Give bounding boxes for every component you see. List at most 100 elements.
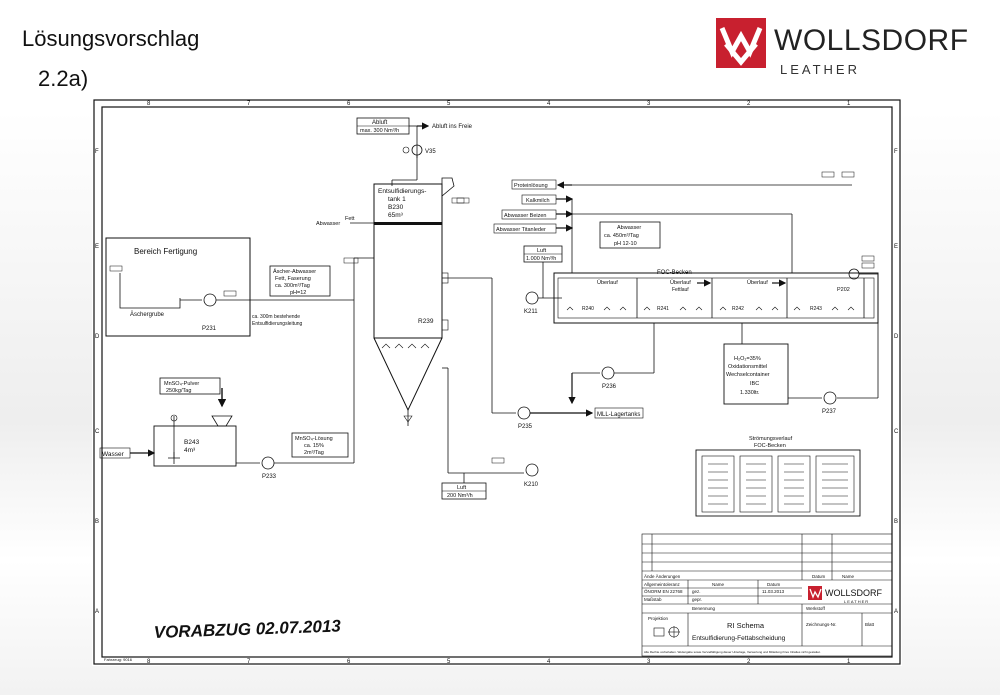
tank-id: B230 bbox=[388, 204, 404, 211]
tb-name-header: Name bbox=[712, 582, 725, 587]
wollsdorf-logo-icon bbox=[716, 18, 766, 68]
grid-row-c: C bbox=[95, 429, 100, 435]
luft-flow: 1.000 Nm³/h bbox=[526, 256, 556, 262]
wechselcontainer-label: Wechselcontainer bbox=[726, 372, 770, 378]
tb-subject: Entsulfidierung-Fettabscheidung bbox=[692, 635, 786, 642]
abwasser-box-title: Abwasser bbox=[617, 225, 641, 231]
h2o2-label: H₂O₂=35% bbox=[734, 356, 761, 362]
r241-label: R241 bbox=[657, 306, 669, 312]
p233-label: P233 bbox=[262, 474, 277, 480]
stroemung-box bbox=[695, 449, 861, 517]
p202-label: P202 bbox=[837, 287, 850, 293]
grid-row-d-right: D bbox=[894, 334, 899, 340]
grid-row-e: E bbox=[95, 244, 99, 250]
k211-label: K211 bbox=[524, 309, 538, 315]
proteinloesung-label: Proteinlösung bbox=[514, 183, 548, 189]
grid-col-5: 5 bbox=[447, 101, 451, 107]
stroemung-title: Strömungsverlauf bbox=[749, 436, 793, 442]
oxidation-label: Oxidationsmittel bbox=[728, 364, 767, 370]
foc-becken-label: FOC-Becken bbox=[657, 270, 692, 276]
mixer-motor-icon bbox=[170, 414, 178, 422]
title-block bbox=[641, 533, 893, 657]
logo-subtitle: LEATHER bbox=[780, 62, 860, 77]
grid-row-b-right: B bbox=[894, 519, 898, 525]
wasser-label: Wasser bbox=[102, 451, 125, 458]
grid-row-d: D bbox=[95, 334, 100, 340]
mll-lagertanks-box bbox=[594, 407, 644, 419]
tb-massstab: Maßstab bbox=[644, 597, 662, 602]
tb-zeichnungsnr: Zeichnungs-Nr. bbox=[806, 622, 837, 627]
v35-label: V35 bbox=[425, 149, 436, 155]
tb-logo-name: WOLLSDORF bbox=[825, 588, 883, 598]
aescher-abwasser-box bbox=[269, 265, 331, 297]
tb-rl-schema: RI Schema bbox=[727, 621, 765, 630]
tb-projektion: Projektion bbox=[648, 616, 669, 621]
grid-col-7-bottom: 7 bbox=[247, 659, 251, 665]
pump-p237-icon bbox=[823, 391, 837, 405]
tb-logo-sub: LEATHER bbox=[844, 599, 869, 604]
tank-name2: tank 1 bbox=[388, 196, 406, 203]
mnso4-flow: 2m³/Tag bbox=[304, 450, 324, 456]
slide-subtitle: 2.2a) bbox=[38, 66, 89, 91]
aescher-abwasser-label: Äscher-Abwasser bbox=[273, 268, 316, 275]
mnso4-conc: ca. 15% bbox=[304, 443, 324, 449]
grid-col-7: 7 bbox=[247, 101, 251, 107]
aeschergrube-pit bbox=[119, 273, 181, 309]
wollsdorf-logo: WOLLSDORF LEATHER bbox=[716, 18, 968, 78]
grid-row-e-right: E bbox=[894, 244, 898, 250]
grid-col-2: 2 bbox=[747, 101, 751, 107]
tb-name2: Name bbox=[842, 574, 855, 579]
paper-id: Fahrzeug: 9016 bbox=[104, 657, 133, 662]
tank-name: Entsulfidierungs- bbox=[378, 188, 426, 195]
grid-row-b: B bbox=[95, 519, 99, 525]
aeschergrube-label: Äschergrube bbox=[130, 311, 165, 318]
tank-volume: 65m³ bbox=[388, 212, 404, 219]
tb-benennung: Benennung bbox=[692, 606, 716, 611]
grid-col-3-bottom: 3 bbox=[647, 659, 651, 665]
abwasser-box-flow: ca. 450m³/Tag bbox=[604, 233, 639, 239]
ueberlauf-3: Überlauf bbox=[747, 279, 768, 286]
grid-col-1: 1 bbox=[847, 101, 851, 107]
grid-col-5-bottom: 5 bbox=[447, 659, 451, 665]
ueberlauf-2: Überlauf bbox=[670, 279, 691, 286]
aescher-ph: pH=12 bbox=[290, 290, 306, 296]
pid-diagram: 8 7 6 5 4 3 2 1 8 7 6 5 4 3 2 1 F E D C … bbox=[93, 99, 901, 665]
foc-aerators bbox=[566, 306, 855, 311]
fettlauf-label: Fettlauf bbox=[672, 287, 689, 293]
slide-title: Lösungsvorschlag bbox=[22, 26, 200, 51]
drawing-sheet: 8 7 6 5 4 3 2 1 8 7 6 5 4 3 2 1 F E D C … bbox=[92, 98, 902, 666]
luft2-label: Luft bbox=[457, 485, 467, 491]
grid-row-a: A bbox=[95, 609, 99, 615]
tb-footer: Alle Rechte vorbehalten. Weitergabe sowi… bbox=[644, 650, 821, 654]
grid-row-f: F bbox=[95, 149, 99, 155]
tb-datum-name: Datum bbox=[812, 574, 826, 579]
tb-allgemein: Allgemeintoleranz bbox=[644, 582, 681, 587]
mnso4-pulver-amount: 250kg/Tag bbox=[166, 388, 191, 394]
kalkmilch-label: Kalkmilch bbox=[526, 198, 550, 204]
title-block-logo: WOLLSDORF LEATHER bbox=[808, 586, 883, 604]
title-block-text: Ände Änderungen Datum Name Name Datum Al… bbox=[644, 573, 875, 627]
fat-scraper-icon bbox=[441, 177, 455, 197]
mnso4-pulver-box bbox=[159, 377, 221, 395]
r240-label: R240 bbox=[582, 306, 594, 312]
mnso4-pulver-label: MnSO₄-Pulver bbox=[164, 381, 199, 387]
grid-row-f-right: F bbox=[894, 149, 898, 155]
aerators bbox=[381, 343, 430, 349]
luft-label: Luft bbox=[537, 248, 547, 254]
luft2-flow: 200 Nm³/h bbox=[447, 493, 473, 499]
mnso4-loesung-label: MnSO₄-Lösung bbox=[295, 436, 333, 442]
fett-faserung-label: Fett, Faserung bbox=[275, 276, 311, 282]
aescher-flow: ca. 300m³/Tag bbox=[275, 283, 310, 289]
k210-label: K210 bbox=[524, 482, 539, 488]
abwasser-box-ph: pH 12-10 bbox=[614, 241, 637, 247]
abluft-label: Abluft bbox=[372, 120, 388, 126]
p235-label: P235 bbox=[518, 424, 533, 430]
r243-label: R243 bbox=[810, 306, 822, 312]
grid-col-2-bottom: 2 bbox=[747, 659, 751, 665]
p231-label: P231 bbox=[202, 326, 217, 332]
mll-lagertanks-label: MLL-Lagertanks bbox=[597, 412, 640, 418]
abwasser-beizen-label: Abwasser Beizen bbox=[504, 213, 547, 219]
grid-col-8-bottom: 8 bbox=[147, 659, 151, 665]
r239-label: R239 bbox=[418, 318, 434, 325]
bereich-fertigung-label: Bereich Fertigung bbox=[134, 247, 197, 256]
